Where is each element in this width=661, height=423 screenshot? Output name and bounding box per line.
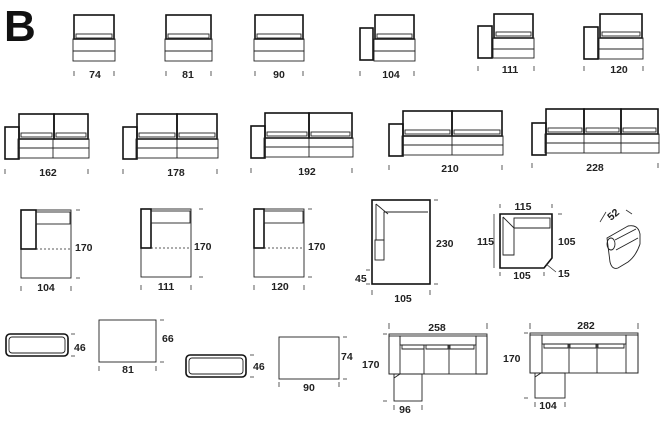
composition-258 bbox=[383, 323, 488, 410]
module-90 bbox=[253, 14, 305, 76]
sofa-192 bbox=[250, 112, 354, 173]
composition-2-depth: 170 bbox=[503, 353, 521, 365]
dim-192: 192 bbox=[298, 166, 316, 178]
headrest-dim: 52 bbox=[605, 206, 622, 223]
corner-height: 230 bbox=[436, 238, 454, 250]
module-104 bbox=[359, 14, 416, 76]
row1-modules: 74 81 90 104 111 120 bbox=[72, 13, 644, 81]
composition-1-chaise: 96 bbox=[399, 404, 411, 416]
pouf-large-height: 74 bbox=[341, 351, 353, 363]
corner-unit bbox=[366, 199, 438, 295]
pouf-large-width: 90 bbox=[303, 382, 315, 394]
chaise-width-104: 104 bbox=[37, 282, 55, 294]
composition-1-width: 258 bbox=[428, 322, 446, 334]
dim-228: 228 bbox=[586, 162, 604, 174]
dim-210: 210 bbox=[441, 163, 459, 175]
corner-width: 105 bbox=[394, 293, 412, 305]
chaise-104 bbox=[20, 209, 80, 291]
sofa-228 bbox=[531, 108, 660, 168]
composition-1-depth: 170 bbox=[362, 359, 380, 371]
row4-elements: 46 66 81 46 74 90 bbox=[5, 319, 639, 416]
corner-module-cut: 15 bbox=[558, 268, 570, 280]
dim-120: 120 bbox=[610, 64, 628, 76]
chaise-120 bbox=[253, 208, 312, 290]
corner-module bbox=[493, 204, 562, 276]
row3-elements: 104 111 120 170 170 170 230 105 45 bbox=[20, 199, 641, 305]
pouf-small-side-dim: 46 bbox=[74, 342, 86, 354]
module-120 bbox=[583, 13, 644, 71]
dim-74: 74 bbox=[89, 69, 101, 81]
chaise-width-111: 111 bbox=[158, 281, 175, 293]
section-letter: B bbox=[4, 2, 36, 51]
composition-2-width: 282 bbox=[577, 320, 595, 332]
sofa-178 bbox=[122, 113, 219, 174]
chaise-111 bbox=[140, 208, 203, 290]
pouf-large-top bbox=[278, 336, 347, 387]
corner-module-right: 105 bbox=[558, 236, 576, 248]
headrest bbox=[599, 209, 641, 269]
chaise-depth-3: 170 bbox=[308, 241, 326, 253]
sofa-162 bbox=[4, 113, 90, 174]
pouf-large-side-dim: 46 bbox=[253, 361, 265, 373]
corner-module-top: 115 bbox=[515, 201, 532, 213]
chaise-width-120: 120 bbox=[271, 281, 289, 293]
pouf-small-top bbox=[98, 319, 164, 371]
corner-side: 45 bbox=[355, 273, 367, 285]
dim-104: 104 bbox=[382, 69, 400, 81]
pouf-small-height: 66 bbox=[162, 333, 174, 345]
dim-81: 81 bbox=[182, 69, 194, 81]
corner-module-bottom: 105 bbox=[513, 270, 531, 282]
module-74 bbox=[72, 14, 116, 76]
dim-111: 111 bbox=[502, 64, 519, 76]
pouf-small-side bbox=[5, 333, 75, 357]
dim-162: 162 bbox=[39, 167, 57, 179]
chaise-depth-1: 170 bbox=[75, 242, 93, 254]
pouf-small-width: 81 bbox=[122, 364, 134, 376]
module-81 bbox=[164, 14, 213, 76]
composition-282 bbox=[524, 323, 639, 407]
corner-module-left: 115 bbox=[477, 236, 494, 248]
row2-sofas: 162 178 192 210 228 bbox=[4, 108, 660, 179]
sofa-210 bbox=[388, 110, 504, 170]
chaise-depth-2: 170 bbox=[194, 241, 212, 253]
module-111 bbox=[477, 13, 535, 71]
pouf-large-side bbox=[185, 354, 254, 378]
composition-2-chaise: 104 bbox=[539, 400, 557, 412]
dim-90: 90 bbox=[273, 69, 285, 81]
dim-178: 178 bbox=[167, 167, 185, 179]
